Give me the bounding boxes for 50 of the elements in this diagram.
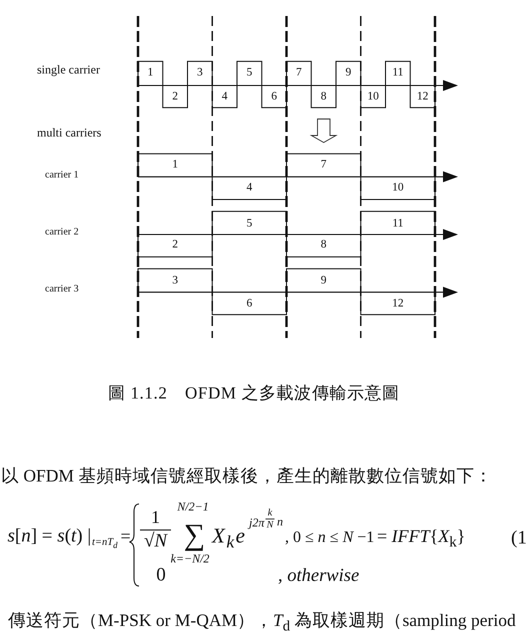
symbol-number: 8 (320, 90, 326, 103)
symbol-number: 12 (392, 298, 404, 311)
formula-term: , 0 ≤ n ≤ N −1 (285, 529, 374, 547)
row-label: carrier 2 (45, 226, 79, 238)
formula-term: = IFFT{X$_{k}$} (377, 526, 466, 552)
symbol-number: 10 (367, 90, 379, 104)
symbol-number: 7 (296, 66, 302, 80)
row-label: carrier 3 (45, 284, 79, 295)
formula-term: n (277, 515, 283, 529)
symbol-number: 3 (172, 274, 178, 287)
row-label: multi carriers (37, 126, 102, 140)
symbol-number: 9 (320, 274, 326, 287)
symbol-number: 5 (246, 217, 252, 230)
symbol-number: 2 (172, 90, 178, 104)
symbol-number: 3 (197, 66, 203, 80)
formula-term: = (120, 526, 131, 546)
symbol-number: 6 (271, 90, 277, 104)
symbol-number: 12 (416, 90, 428, 104)
symbol-number: 11 (392, 66, 404, 80)
formula-term: 1 (151, 508, 160, 528)
row-label: single carrier (37, 63, 100, 77)
formula-term: N (266, 519, 274, 530)
symbol-number: 7 (320, 158, 326, 171)
row-label: carrier 1 (45, 169, 79, 180)
formula-term: 0 (156, 565, 166, 586)
formula-term: k=−N/2 (170, 552, 210, 566)
formula-term: j2π (249, 516, 264, 530)
symbol-number: 9 (346, 66, 352, 80)
symbol-number: 5 (246, 66, 252, 79)
figure-caption: 圖 1.1.2 OFDM 之多載波傳輸示意圖 (108, 384, 400, 404)
formula-term: t=nT$_{d}$ (92, 536, 118, 550)
symbol-number: 10 (392, 181, 404, 194)
symbol-number: 1 (148, 66, 154, 80)
formula-term: √N (144, 532, 168, 552)
symbol-number: 4 (246, 181, 252, 194)
symbol-number: 11 (392, 217, 404, 230)
formula-term: k (268, 507, 272, 518)
paragraph: 以 OFDM 基頻時域信號經取樣後，產生的離散數位信號如下： (1, 466, 492, 486)
symbol-number: 1 (172, 158, 178, 171)
equation-number: (1 (511, 528, 527, 550)
symbol-number: 4 (222, 90, 228, 104)
paragraph: 傳送符元（M-PSK or M-QAM），T$_{d}$ 為取樣週期（sampling period (8, 610, 516, 633)
sum-sign: ∑ (184, 518, 206, 551)
formula-term: , otherwise (278, 565, 360, 586)
formula-term: s[n] = s(t) | (8, 526, 92, 548)
formula-term: N/2−1 (177, 500, 209, 514)
symbol-number: 6 (246, 298, 252, 311)
formula-term: X$_{k}$e (212, 524, 246, 552)
symbol-number: 8 (320, 238, 326, 252)
symbol-number: 2 (172, 238, 178, 252)
